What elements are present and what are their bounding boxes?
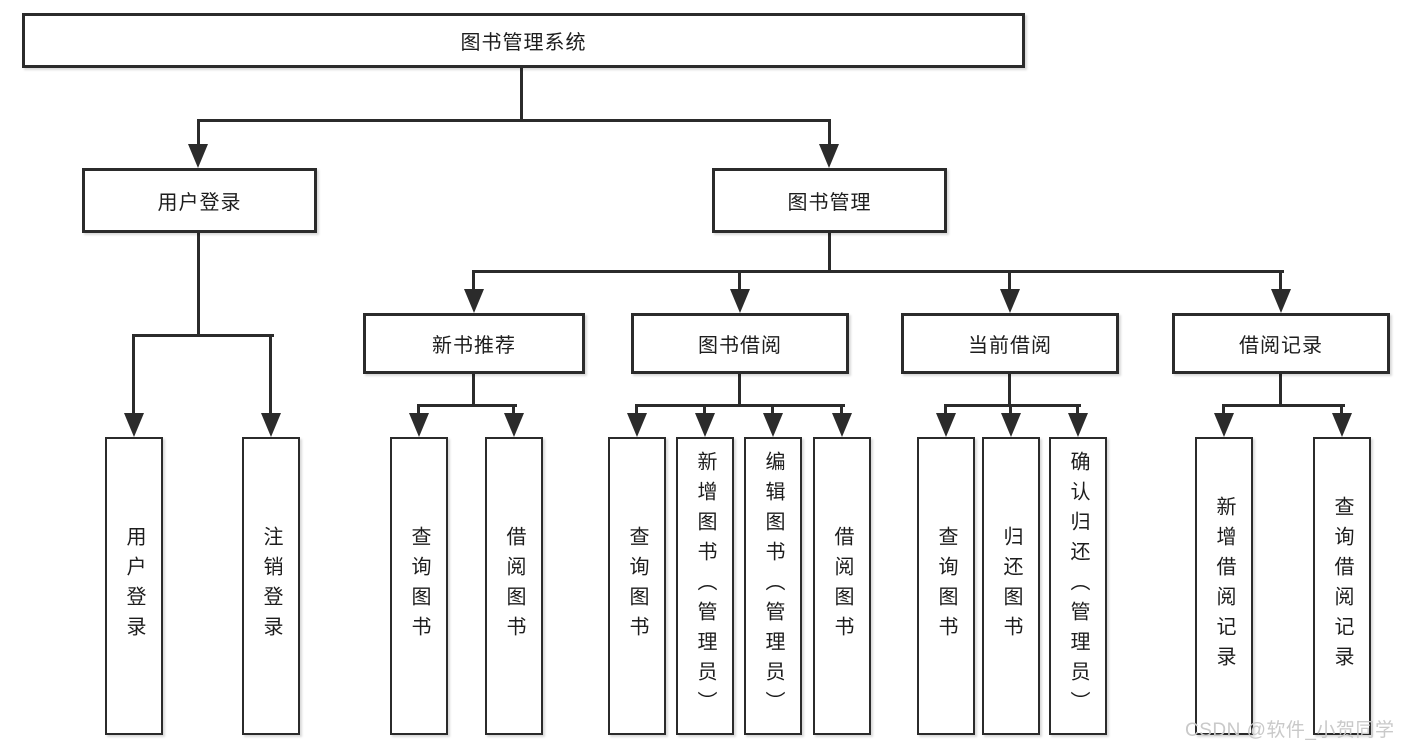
leaf-add-book-admin: 新增图书（管理员）	[676, 437, 734, 735]
node-label: 注销登录	[260, 526, 282, 646]
arrowhead-down-icon	[1332, 413, 1352, 437]
node-new-book-recommend: 新书推荐	[363, 313, 585, 374]
connector-level1-hline	[197, 119, 831, 122]
connector-drop-book-mgmt	[828, 119, 831, 147]
node-label: 新增图书（管理员）	[694, 451, 716, 721]
leaf-user-login: 用户登录	[105, 437, 163, 735]
arrowhead-down-icon	[1214, 413, 1234, 437]
arrowhead-down-icon	[763, 413, 783, 437]
arrowhead-down-icon	[1001, 413, 1021, 437]
arrowhead-down-icon	[695, 413, 715, 437]
node-label: 用户登录	[123, 526, 145, 646]
node-label: 当前借阅	[968, 335, 1052, 357]
node-label: 查询图书	[408, 526, 430, 646]
connector-drop-leaf	[944, 404, 947, 416]
connector-bookmgmt-stub	[828, 231, 831, 273]
connector-userlogin-hline	[132, 334, 274, 337]
connector-drop-leaf	[1009, 404, 1012, 416]
leaf-query-borrow-record: 查询借阅记录	[1313, 437, 1371, 735]
csdn-watermark: CSDN @软件_小贺同学	[1185, 720, 1395, 741]
node-label: 新书推荐	[432, 335, 516, 357]
connector-groupD-hline	[1222, 404, 1345, 407]
node-borrowing-records: 借阅记录	[1172, 313, 1390, 374]
node-label: 图书管理系统	[460, 32, 587, 54]
arrowhead-down-icon	[1068, 413, 1088, 437]
node-label: 确认归还（管理员）	[1067, 451, 1089, 721]
node-library-management-system: 图书管理系统	[22, 13, 1025, 68]
leaf-query-book-current: 查询图书	[917, 437, 975, 735]
connector-drop-leaf	[771, 404, 774, 416]
connector-groupA-stub	[472, 372, 475, 407]
connector-groupC-hline	[944, 404, 1081, 407]
node-label: 查询图书	[935, 526, 957, 646]
arrowhead-down-icon	[936, 413, 956, 437]
connector-groupB-hline	[635, 404, 845, 407]
arrowhead-down-icon	[627, 413, 647, 437]
connector-groupD-stub	[1279, 372, 1282, 407]
leaf-add-borrow-record: 新增借阅记录	[1195, 437, 1253, 735]
connector-drop-leaf	[512, 404, 515, 416]
node-label: 图书管理	[787, 192, 872, 214]
node-label: 查询图书	[626, 526, 648, 646]
connector-drop-leaf	[1076, 404, 1079, 416]
connector-groupC-stub	[1008, 372, 1011, 407]
node-label: 编辑图书（管理员）	[762, 451, 784, 721]
connector-drop-leaf	[1222, 404, 1225, 416]
node-label: 图书借阅	[698, 335, 782, 357]
node-book-management: 图书管理	[712, 168, 947, 233]
arrowhead-down-icon	[1000, 289, 1020, 313]
connector-root-stub	[520, 66, 523, 122]
leaf-confirm-return-admin: 确认归还（管理员）	[1049, 437, 1107, 735]
leaf-borrow-book-recommend: 借阅图书	[485, 437, 543, 735]
arrowhead-down-icon	[1271, 289, 1291, 313]
arrowhead-down-icon	[464, 289, 484, 313]
node-label: 查询借阅记录	[1331, 496, 1353, 676]
node-label: 借阅记录	[1239, 335, 1323, 357]
connector-level2-hline	[472, 270, 1284, 273]
node-label: 归还图书	[1000, 526, 1022, 646]
node-label: 新增借阅记录	[1213, 496, 1235, 676]
node-label: 用户登录	[157, 192, 242, 214]
arrowhead-down-icon	[124, 413, 144, 437]
arrowhead-down-icon	[188, 144, 208, 168]
arrowhead-down-icon	[261, 413, 281, 437]
connector-drop-borrow-records	[1279, 270, 1282, 292]
leaf-edit-book-admin: 编辑图书（管理员）	[744, 437, 802, 735]
connector-groupA-hline	[417, 404, 517, 407]
leaf-query-book-borrow: 查询图书	[608, 437, 666, 735]
arrowhead-down-icon	[819, 144, 839, 168]
connector-drop-leaf	[269, 334, 272, 416]
connector-drop-leaf	[132, 334, 135, 416]
node-book-borrowing: 图书借阅	[631, 313, 849, 374]
arrowhead-down-icon	[832, 413, 852, 437]
connector-groupB-stub	[738, 372, 741, 407]
node-user-login: 用户登录	[82, 168, 317, 233]
leaf-borrow-book: 借阅图书	[813, 437, 871, 735]
connector-drop-leaf	[417, 404, 420, 416]
connector-userlogin-stub	[197, 231, 200, 337]
arrowhead-down-icon	[504, 413, 524, 437]
node-current-borrowing: 当前借阅	[901, 313, 1119, 374]
connector-drop-current-borrow	[1008, 270, 1011, 292]
connector-drop-book-borrow	[738, 270, 741, 292]
node-label: 借阅图书	[831, 526, 853, 646]
leaf-return-book: 归还图书	[982, 437, 1040, 735]
connector-drop-leaf	[635, 404, 638, 416]
connector-drop-leaf	[703, 404, 706, 416]
leaf-query-book-recommend: 查询图书	[390, 437, 448, 735]
connector-drop-user-login	[197, 119, 200, 147]
leaf-logout: 注销登录	[242, 437, 300, 735]
node-label: 借阅图书	[503, 526, 525, 646]
connector-drop-leaf	[840, 404, 843, 416]
connector-drop-new-book	[472, 270, 475, 292]
arrowhead-down-icon	[409, 413, 429, 437]
arrowhead-down-icon	[730, 289, 750, 313]
connector-drop-leaf	[1340, 404, 1343, 416]
